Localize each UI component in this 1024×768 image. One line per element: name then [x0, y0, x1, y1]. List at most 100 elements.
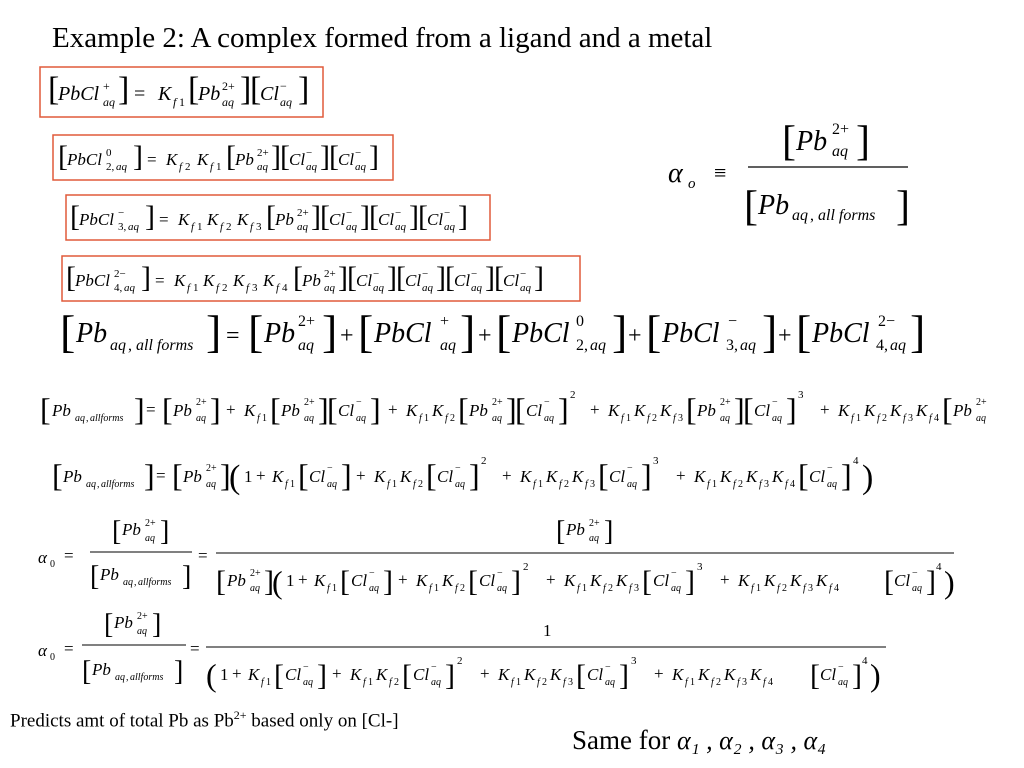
svg-text:K: K — [589, 571, 603, 590]
svg-text:f: f — [419, 413, 423, 424]
svg-text:]: ] — [641, 457, 652, 493]
svg-text:[: [ — [358, 306, 373, 357]
svg-text:): ) — [944, 564, 955, 600]
svg-text:−: − — [431, 662, 437, 673]
svg-text:f: f — [737, 677, 741, 688]
svg-text:aq: aq — [590, 337, 606, 354]
svg-text:Pb: Pb — [468, 401, 488, 420]
svg-text:1: 1 — [712, 479, 717, 490]
svg-text:aq: aq — [196, 413, 206, 424]
svg-text:≡: ≡ — [714, 160, 726, 185]
svg-text:[: [ — [329, 140, 339, 173]
svg-text:aq: aq — [440, 337, 456, 354]
svg-text:,: , — [134, 577, 137, 588]
svg-text:3: 3 — [764, 479, 769, 490]
svg-text:aq: aq — [115, 672, 125, 683]
svg-text:K: K — [615, 571, 629, 590]
svg-text:Pb: Pb — [51, 401, 71, 420]
svg-text:]: ] — [133, 140, 143, 173]
svg-text:[: [ — [162, 391, 173, 427]
svg-text:PbCl: PbCl — [373, 318, 432, 349]
slide-title: Example 2: A complex formed from a ligan… — [52, 22, 713, 54]
svg-text:[: [ — [458, 391, 469, 427]
svg-text:+: + — [778, 323, 792, 349]
svg-text:3: 3 — [256, 221, 262, 233]
svg-text:−: − — [395, 207, 401, 219]
svg-text:−: − — [912, 568, 918, 579]
svg-text:[: [ — [280, 140, 290, 173]
svg-text:1: 1 — [332, 583, 337, 594]
svg-text:[: [ — [402, 659, 412, 692]
svg-text:K: K — [247, 665, 261, 684]
svg-text:]: ] — [369, 140, 379, 173]
svg-text:2: 2 — [450, 413, 455, 424]
svg-text:aq: aq — [431, 677, 441, 688]
svg-text:Pb: Pb — [263, 318, 295, 349]
svg-text:PbCl: PbCl — [811, 318, 870, 349]
svg-text:K: K — [659, 401, 673, 420]
svg-text:f: f — [577, 583, 581, 594]
svg-text:aq: aq — [627, 479, 637, 490]
svg-text:f: f — [777, 583, 781, 594]
svg-text:−: − — [520, 268, 526, 280]
svg-text:3: 3 — [631, 655, 637, 667]
svg-text:,: , — [810, 207, 814, 224]
svg-text:aq: aq — [422, 282, 434, 294]
svg-text:[: [ — [810, 659, 820, 692]
svg-text:[: [ — [884, 565, 894, 598]
svg-text:f: f — [210, 161, 215, 173]
svg-text:1: 1 — [290, 479, 295, 490]
svg-text:aq: aq — [327, 479, 337, 490]
svg-text:]: ] — [152, 609, 161, 640]
svg-text:=: = — [147, 150, 157, 169]
alpha-list: α₁ , α₂ , α₃ , α₄ — [677, 726, 826, 755]
svg-text:0: 0 — [50, 652, 55, 663]
svg-text:aq: aq — [86, 479, 96, 490]
svg-text:aq: aq — [369, 583, 379, 594]
svg-text:aq: aq — [544, 413, 554, 424]
svg-text:aq: aq — [444, 221, 456, 233]
svg-text:aq: aq — [832, 143, 848, 160]
svg-text:+: + — [388, 400, 398, 419]
svg-text:K: K — [523, 665, 537, 684]
svg-text:allforms: allforms — [101, 479, 134, 490]
svg-text:Cl: Cl — [356, 271, 372, 290]
svg-text:[: [ — [782, 119, 796, 165]
svg-text:4: 4 — [768, 677, 773, 688]
svg-text:aq: aq — [471, 282, 483, 294]
svg-text:=: = — [159, 210, 169, 229]
svg-text:1: 1 — [756, 583, 761, 594]
box-eq3 — [65, 194, 491, 241]
svg-text:3: 3 — [798, 389, 804, 401]
svg-text:f: f — [173, 95, 178, 109]
svg-text:f: f — [851, 413, 855, 424]
svg-text:0: 0 — [50, 559, 55, 570]
svg-text:aq: aq — [324, 282, 336, 294]
svg-text:]: ] — [852, 659, 862, 692]
svg-text:Pb: Pb — [113, 613, 133, 632]
svg-text:2: 2 — [222, 282, 228, 294]
svg-text:3: 3 — [908, 413, 913, 424]
svg-text:f: f — [413, 479, 417, 490]
svg-text:+: + — [654, 664, 664, 683]
svg-text:K: K — [671, 665, 685, 684]
svg-text:4: 4 — [834, 583, 839, 594]
svg-text:−: − — [627, 463, 633, 474]
svg-text:Cl: Cl — [526, 401, 542, 420]
svg-text:f: f — [877, 413, 881, 424]
svg-text:Cl: Cl — [653, 571, 669, 590]
svg-text:+: + — [478, 323, 492, 349]
svg-text:[: [ — [646, 306, 661, 357]
svg-text:]: ] — [558, 391, 569, 427]
svg-text:f: f — [533, 479, 537, 490]
svg-text:]: ] — [264, 565, 274, 598]
svg-text:): ) — [862, 459, 873, 496]
svg-text:f: f — [621, 413, 625, 424]
svg-text:,: , — [128, 337, 132, 354]
svg-text:+: + — [480, 664, 490, 683]
svg-text:Cl: Cl — [587, 665, 603, 684]
svg-text:aq: aq — [75, 413, 85, 424]
